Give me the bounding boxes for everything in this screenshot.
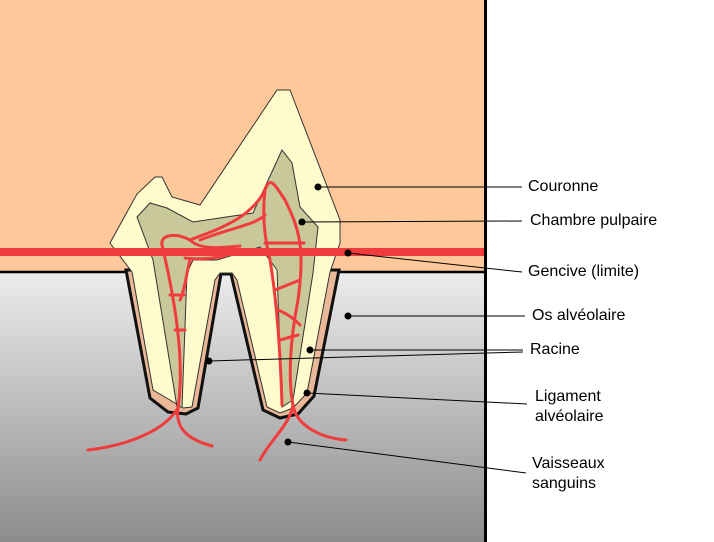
label-chambre-pulpaire: Chambre pulpaire: [530, 212, 658, 229]
label-ligament: Ligament alvéolaire: [535, 387, 603, 427]
leader-lines: [208, 186, 528, 474]
gum-limit-line: [0, 248, 486, 256]
vessel-left-branch: [176, 406, 214, 448]
label-os-alveolaire: Os alvéolaire: [532, 307, 626, 324]
label-racine: Racine: [530, 341, 580, 358]
label-vaisseaux-line1: Vaisseaux: [532, 455, 605, 472]
label-couronne: Couronne: [528, 178, 599, 195]
label-ligament-line1: Ligament: [535, 388, 601, 405]
vessel-main: [86, 181, 303, 462]
divider: [484, 0, 487, 542]
leader-dots: [205, 183, 352, 446]
vessel-right-branch: [291, 403, 348, 442]
blood-vessels: [86, 181, 348, 462]
label-ligament-line2: alvéolaire: [535, 408, 604, 425]
label-vaisseaux-line2: sanguins: [532, 475, 597, 492]
label-vaisseaux: Vaisseaux sanguins: [532, 454, 605, 494]
label-gencive: Gencive (limite): [528, 263, 640, 280]
